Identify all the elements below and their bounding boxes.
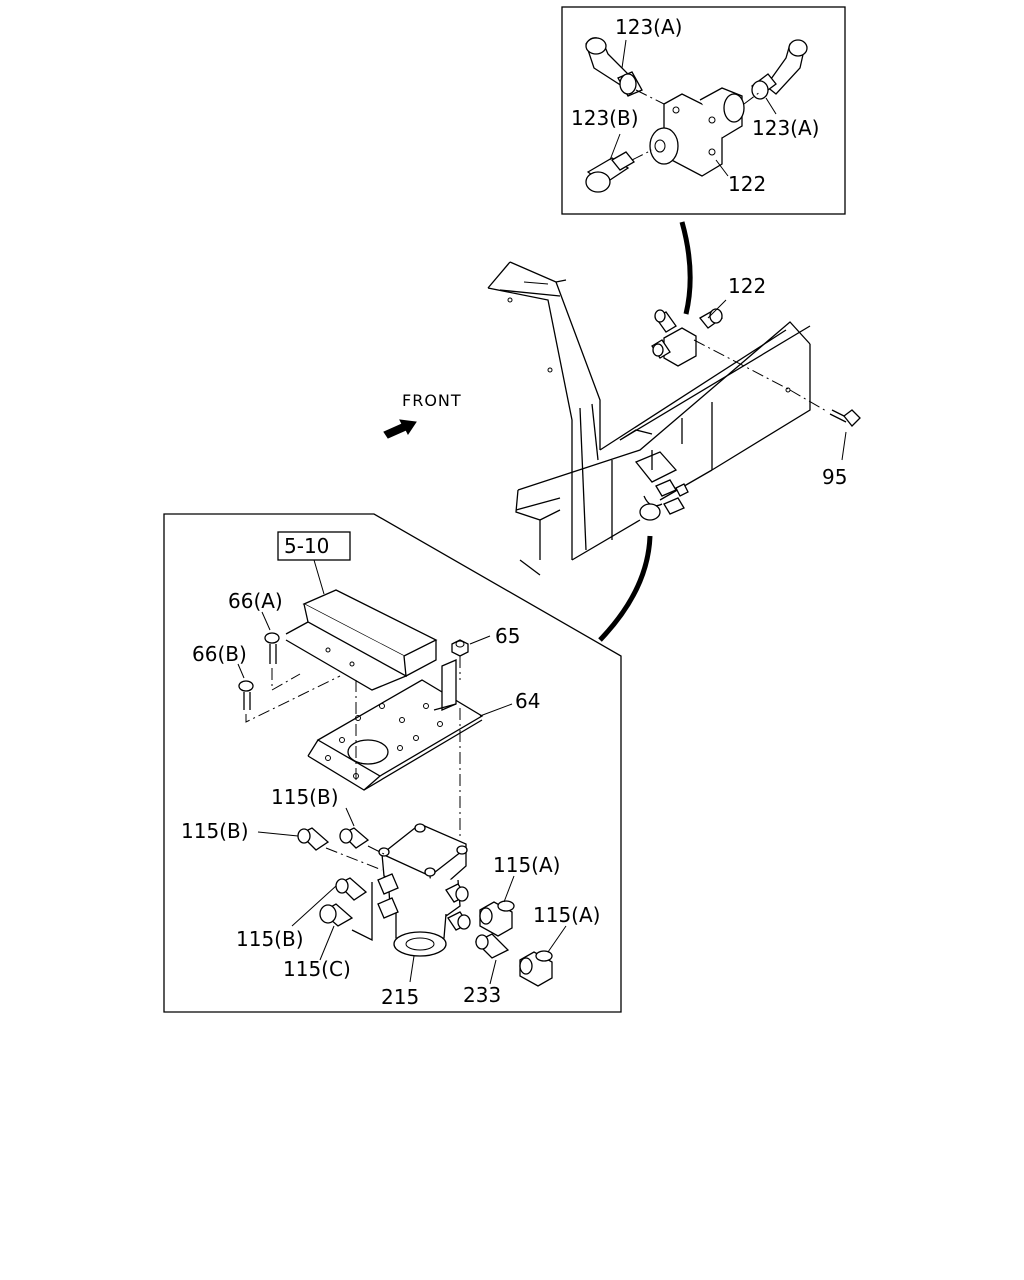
label-115b-1: 115(B) [271, 785, 339, 809]
label-95: 95 [822, 465, 847, 489]
chassis-frame [487, 261, 811, 576]
label-65: 65 [495, 624, 520, 648]
label-123a-right: 123(A) [752, 116, 819, 140]
bracket-plate-64 [307, 659, 513, 840]
fitting-115b-left [257, 827, 383, 871]
label-215: 215 [381, 985, 419, 1009]
frame-tee-122 [651, 299, 791, 391]
label-122-top: 122 [728, 172, 766, 196]
fitting-233 [474, 933, 510, 985]
label-122-frame: 122 [728, 274, 766, 298]
label-5-10: 5-10 [284, 534, 329, 558]
front-direction: FRONT [383, 391, 462, 439]
relay-valve-215 [377, 823, 471, 983]
label-115b-3: 115(B) [236, 927, 304, 951]
elbow-fitting-115a-lower [519, 925, 567, 987]
bolt-66b [237, 663, 341, 723]
elbow-fitting-123a-right [751, 39, 808, 100]
callout-arrow-bottom [598, 535, 653, 642]
label-233: 233 [463, 983, 501, 1007]
cover-5-10 [285, 589, 438, 691]
fitting-115c [319, 903, 354, 961]
front-arrow-icon [383, 419, 417, 439]
label-123a-left: 123(A) [615, 15, 682, 39]
elbow-fitting-115a-upper [479, 875, 515, 937]
label-115c: 115(C) [283, 957, 351, 981]
front-label: FRONT [402, 391, 462, 410]
label-115a-1: 115(A) [493, 853, 560, 877]
fitting-115b-upper [339, 807, 385, 855]
label-66b: 66(B) [192, 642, 247, 666]
label-66a: 66(A) [228, 589, 283, 613]
nut-65 [451, 635, 491, 680]
label-115a-2: 115(A) [533, 903, 600, 927]
fitting-115b-lower [291, 877, 368, 927]
straight-fitting-123b [585, 151, 635, 193]
detail-inset-bottom: 5-10 [163, 513, 622, 1013]
detail-inset-top: 123(A) 123(B) 123(A) 122 [561, 6, 846, 215]
tee-body-122 [649, 87, 745, 177]
elbow-fitting-123a-left [585, 37, 643, 97]
bolt-95 [785, 387, 861, 461]
label-64: 64 [515, 689, 540, 713]
label-123b: 123(B) [571, 106, 639, 130]
label-115b-2: 115(B) [181, 819, 249, 843]
callout-arrow-top [679, 221, 693, 315]
bolt-66a [261, 611, 301, 691]
